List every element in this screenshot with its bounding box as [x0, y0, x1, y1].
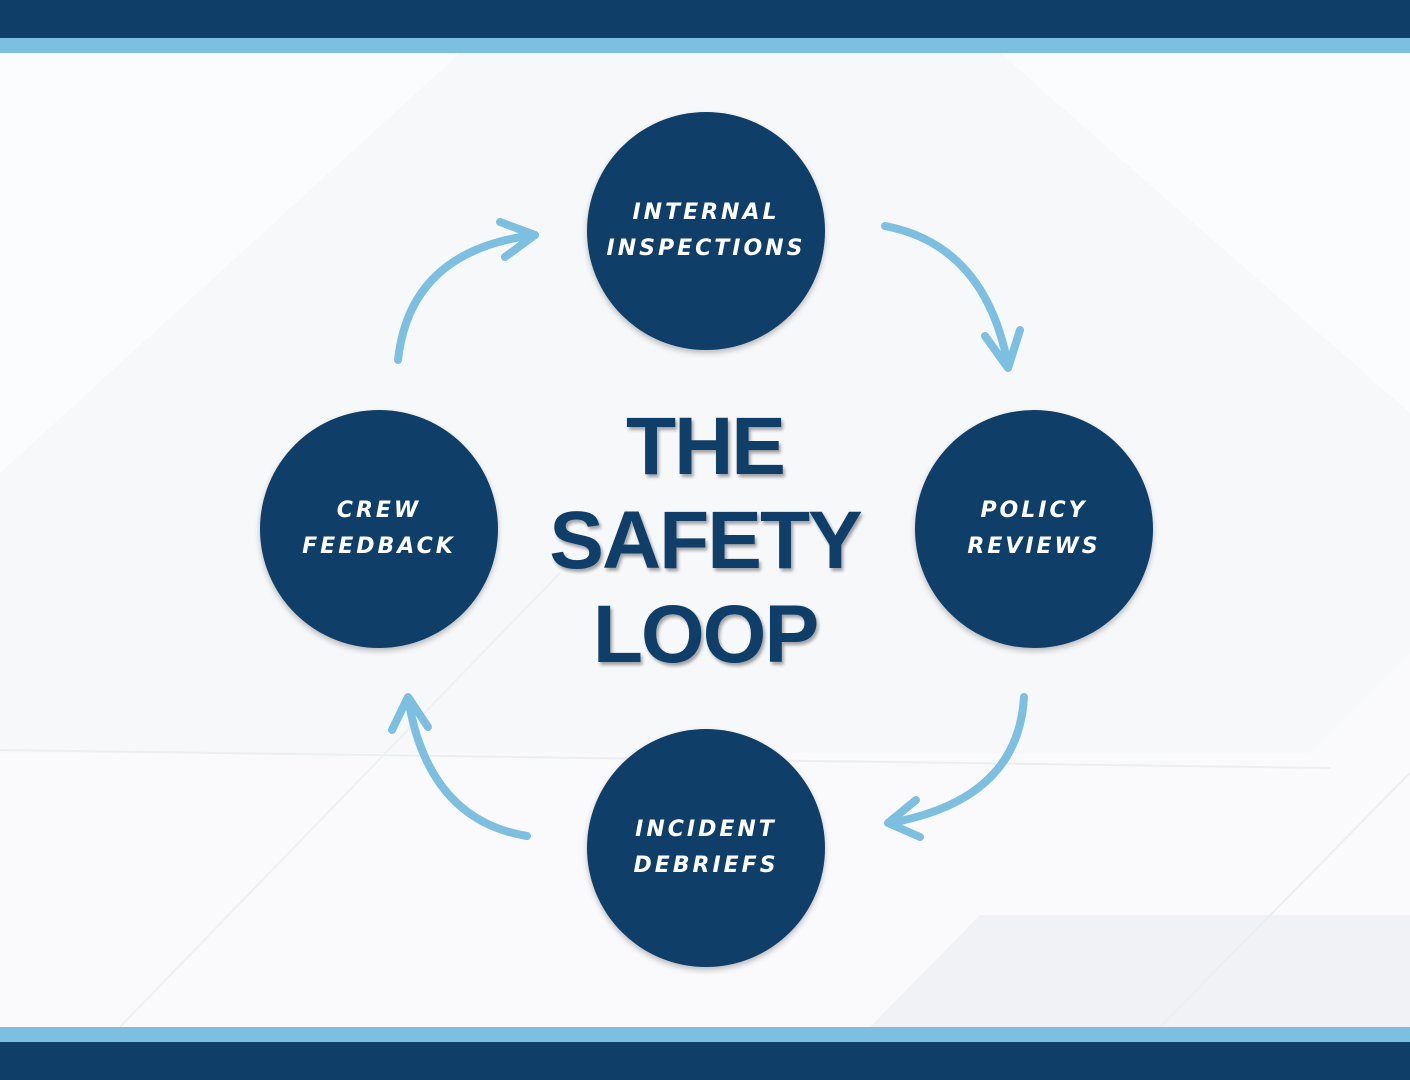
- title-line3: LOOP: [592, 589, 819, 680]
- top-light-band: [0, 38, 1410, 53]
- node-internal-inspections: INTERNAL INSPECTIONS: [587, 112, 825, 350]
- arrow-bottom-to-left: [388, 693, 531, 840]
- node-label-line2: INSPECTIONS: [606, 236, 806, 261]
- arrow-top-to-right: [881, 222, 1024, 372]
- node-label-line1: INTERNAL: [632, 200, 780, 225]
- arrow-left-to-top: [394, 218, 539, 364]
- bottom-light-band: [0, 1027, 1410, 1042]
- title-line2: SAFETY: [549, 495, 862, 586]
- node-label-line1: POLICY: [980, 498, 1088, 523]
- node-policy-reviews: POLICY REVIEWS: [915, 410, 1153, 648]
- node-crew-feedback: CREW FEEDBACK: [260, 410, 498, 648]
- node-incident-debriefs: INCIDENT DEBRIEFS: [587, 729, 825, 967]
- title-line1: THE: [626, 401, 786, 492]
- top-dark-band: [0, 0, 1410, 38]
- node-label-line2: DEBRIEFS: [633, 853, 779, 878]
- node-label-line2: FEEDBACK: [302, 534, 456, 559]
- arrow-right-to-bottom: [884, 693, 1028, 841]
- node-label-line1: CREW: [336, 498, 422, 523]
- node-label-line2: REVIEWS: [967, 534, 1101, 559]
- diagram-title: THE SAFETY LOOP: [505, 400, 905, 682]
- node-label-line1: INCIDENT: [635, 817, 777, 842]
- bottom-dark-band: [0, 1042, 1410, 1080]
